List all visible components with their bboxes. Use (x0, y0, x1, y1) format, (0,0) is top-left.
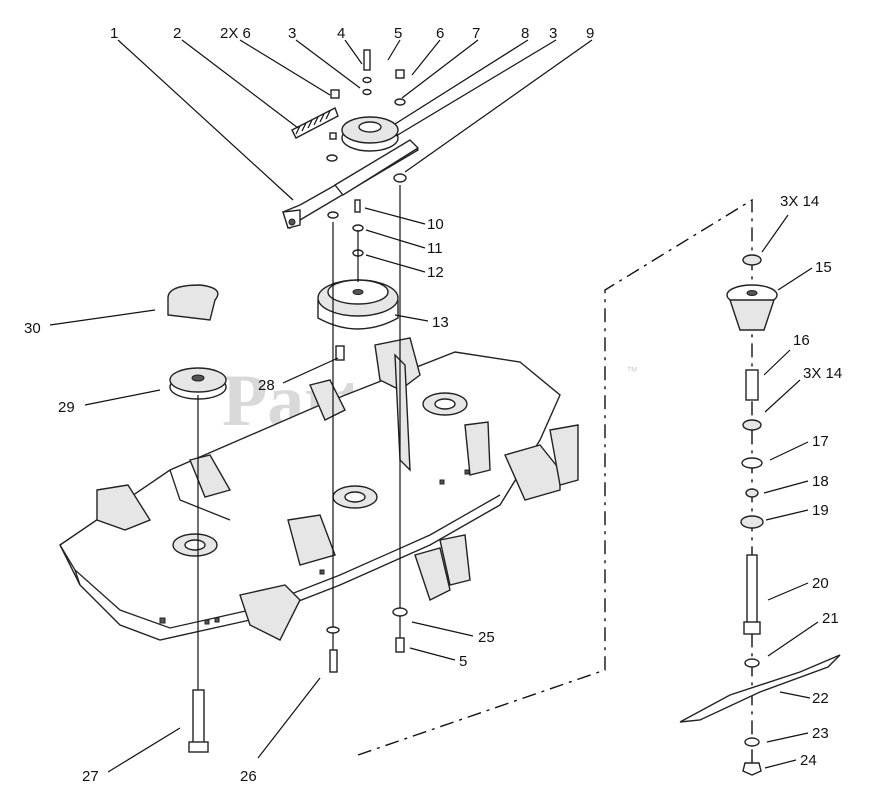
spring (291, 107, 339, 139)
spindle-stack-right (679, 254, 841, 776)
hardware-bottom (326, 607, 408, 673)
callout-9: 9 (586, 25, 594, 42)
watermark-trademark: ™ (626, 364, 638, 378)
callout-10: 10 (427, 216, 444, 233)
idler-bracket (333, 139, 420, 196)
callout-5-bottom: 5 (459, 653, 467, 670)
callout-2: 2 (173, 25, 181, 42)
callout-23: 23 (812, 725, 829, 742)
callout-19: 19 (812, 502, 829, 519)
belt-guide (167, 284, 219, 321)
callout-8: 8 (521, 25, 529, 42)
leader-lines (49, 39, 819, 773)
callout-28: 28 (258, 377, 275, 394)
callout-6: 6 (436, 25, 444, 42)
callout-12: 12 (427, 264, 444, 281)
assembly-path (357, 198, 753, 770)
spindle-shaft-27 (188, 689, 209, 753)
callout-11: 11 (427, 240, 443, 257)
callout-3x14-top: 3X 14 (780, 193, 819, 210)
callout-4: 4 (337, 25, 345, 42)
callouts: 1 2 2X 6 3 4 5 6 7 8 3 9 10 11 12 13 30 … (24, 25, 842, 785)
callout-24: 24 (800, 752, 817, 769)
bolt-28 (335, 345, 345, 361)
callout-26: 26 (240, 768, 257, 785)
callout-20: 20 (812, 575, 829, 592)
callout-22: 22 (812, 690, 829, 707)
spindle-pulley-left (169, 367, 227, 400)
callout-16: 16 (793, 332, 810, 349)
callout-7: 7 (472, 25, 480, 42)
callout-27: 27 (82, 768, 99, 785)
callout-30: 30 (24, 320, 41, 337)
callout-29: 29 (58, 399, 75, 416)
callout-25: 25 (478, 629, 495, 646)
callout-17: 17 (812, 433, 829, 450)
callout-18: 18 (812, 473, 829, 490)
mower-deck (59, 337, 579, 641)
callout-3-top: 3 (288, 25, 296, 42)
callout-3-right: 3 (549, 25, 557, 42)
hardware-top (326, 49, 407, 257)
callout-2x6: 2X 6 (220, 25, 251, 42)
drive-pulley (317, 279, 399, 330)
callout-21: 21 (822, 610, 839, 627)
callout-5-top: 5 (394, 25, 402, 42)
callout-3x14-mid: 3X 14 (803, 365, 842, 382)
callout-13: 13 (432, 314, 449, 331)
callout-1: 1 (110, 25, 118, 42)
callout-15: 15 (815, 259, 832, 276)
idler-pulley (341, 116, 399, 152)
